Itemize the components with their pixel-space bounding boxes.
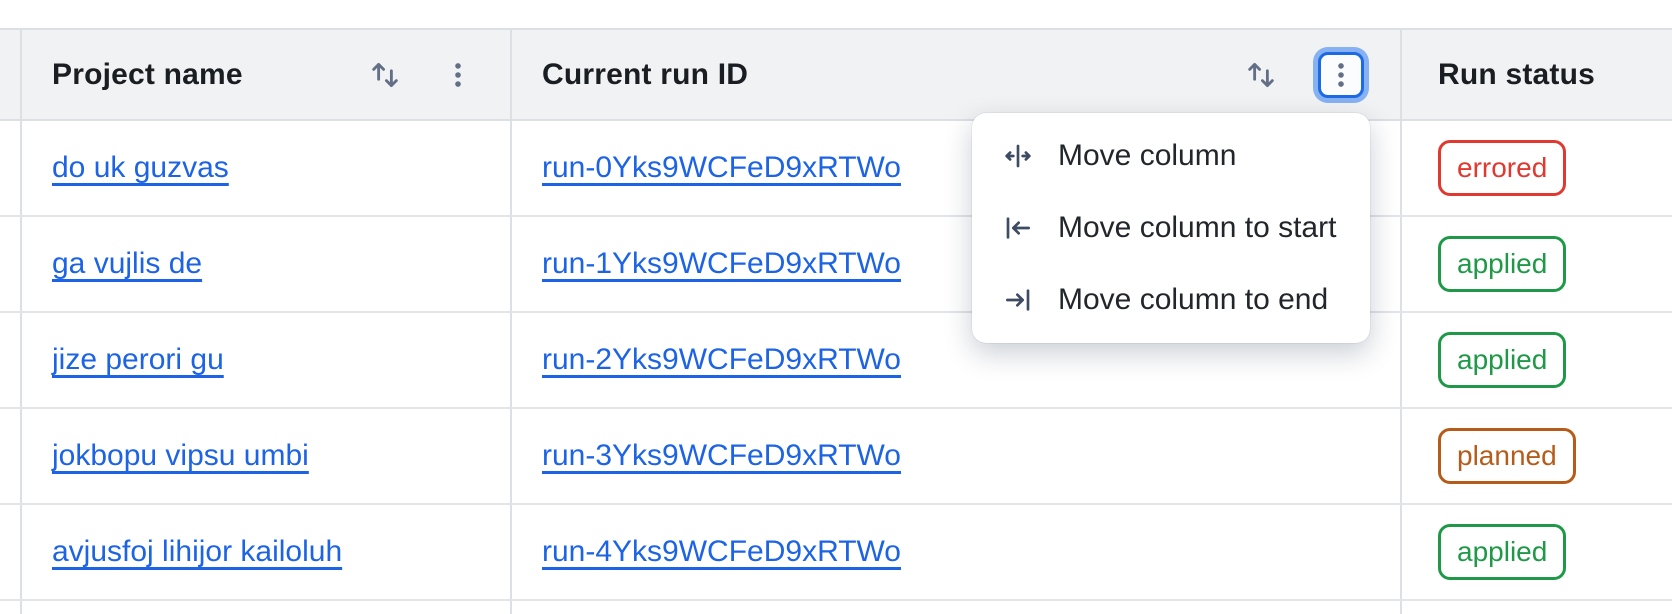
- project-name-cell: do uk guzvas: [22, 121, 512, 215]
- run-id-link[interactable]: run-1Yks9WCFeD9xRTWo: [542, 247, 901, 280]
- row-spacer-cell: [0, 313, 22, 407]
- sort-button-project-name[interactable]: [368, 58, 402, 92]
- table-row: jokbopu vipsu umbi run-3Yks9WCFeD9xRTWo …: [0, 409, 1672, 505]
- run-id-link[interactable]: run-2Yks9WCFeD9xRTWo: [542, 343, 901, 376]
- status-badge: errored: [1438, 140, 1567, 196]
- column-menu-button-current-run-id-focused[interactable]: [1318, 51, 1364, 98]
- run-id-link[interactable]: run-0Yks9WCFeD9xRTWo: [542, 151, 901, 184]
- project-name-cell: ga vujlis de: [22, 217, 512, 311]
- column-options-menu: Move column Move column to start Move co…: [972, 113, 1370, 343]
- menu-item-label: Move column to end: [1058, 283, 1329, 316]
- row-spacer-cell: [0, 121, 22, 215]
- sort-icon: [368, 58, 402, 92]
- move-column-to-end-icon: [1002, 284, 1034, 316]
- run-id-cell: run-1Yks9WCFeD9xRTWo: [512, 217, 1402, 311]
- column-menu-button-project-name[interactable]: [442, 59, 474, 91]
- run-id-cell: run-2Yks9WCFeD9xRTWo: [512, 313, 1402, 407]
- row-spacer-cell: [0, 217, 22, 311]
- project-name-cell: avjusfoj lihijor kailoluh: [22, 505, 512, 599]
- menu-item-move-column-to-start[interactable]: Move column to start: [972, 192, 1370, 264]
- table-row-partial: [0, 601, 1672, 614]
- run-id-cell: [512, 601, 1402, 614]
- table-row: ga vujlis de run-1Yks9WCFeD9xRTWo applie…: [0, 217, 1672, 313]
- menu-item-label: Move column: [1058, 139, 1237, 172]
- project-link[interactable]: jize perori gu: [52, 343, 224, 376]
- project-name-cell: jize perori gu: [22, 313, 512, 407]
- header-cell-current-run-id: Current run ID: [512, 30, 1402, 119]
- table-row: do uk guzvas run-0Yks9WCFeD9xRTWo errore…: [0, 121, 1672, 217]
- column-label-project-name: Project name: [52, 57, 243, 91]
- run-status-cell: applied: [1402, 217, 1672, 311]
- column-label-run-status: Run status: [1438, 57, 1596, 91]
- run-id-cell: run-3Yks9WCFeD9xRTWo: [512, 409, 1402, 503]
- status-badge: applied: [1438, 236, 1567, 292]
- project-name-cell: jokbopu vipsu umbi: [22, 409, 512, 503]
- menu-item-label: Move column to start: [1058, 211, 1337, 244]
- project-link[interactable]: ga vujlis de: [52, 247, 203, 280]
- run-status-cell: planned: [1402, 409, 1672, 503]
- table-row: jize perori gu run-2Yks9WCFeD9xRTWo appl…: [0, 313, 1672, 409]
- project-link[interactable]: do uk guzvas: [52, 151, 229, 184]
- sort-icon: [1244, 58, 1278, 92]
- projects-table: Project name Current run ID: [0, 28, 1672, 614]
- project-name-cell: [22, 601, 512, 614]
- run-status-cell: [1402, 601, 1672, 614]
- header-cell-project-name: Project name: [22, 30, 512, 119]
- header-spacer-cell: [0, 30, 22, 119]
- row-spacer-cell: [0, 409, 22, 503]
- run-status-cell: applied: [1402, 505, 1672, 599]
- status-badge: applied: [1438, 332, 1567, 388]
- kebab-icon: [1325, 59, 1357, 91]
- menu-item-move-column-to-end[interactable]: Move column to end: [972, 264, 1370, 336]
- status-badge: applied: [1438, 524, 1567, 580]
- run-status-cell: errored: [1402, 121, 1672, 215]
- header-cell-run-status: Run status: [1402, 30, 1672, 119]
- run-id-link[interactable]: run-4Yks9WCFeD9xRTWo: [542, 535, 901, 568]
- row-spacer-cell: [0, 505, 22, 599]
- sort-button-current-run-id[interactable]: [1244, 58, 1278, 92]
- column-label-current-run-id: Current run ID: [542, 57, 749, 91]
- row-spacer-cell: [0, 601, 22, 614]
- table-row: avjusfoj lihijor kailoluh run-4Yks9WCFeD…: [0, 505, 1672, 601]
- run-status-cell: applied: [1402, 313, 1672, 407]
- move-column-to-start-icon: [1002, 212, 1034, 244]
- menu-item-move-column[interactable]: Move column: [972, 120, 1370, 192]
- kebab-icon: [442, 59, 474, 91]
- project-link[interactable]: jokbopu vipsu umbi: [52, 439, 309, 472]
- run-id-cell: run-0Yks9WCFeD9xRTWo: [512, 121, 1402, 215]
- table-header-row: Project name Current run ID: [0, 30, 1672, 121]
- run-id-link[interactable]: run-3Yks9WCFeD9xRTWo: [542, 439, 901, 472]
- status-badge: planned: [1438, 428, 1576, 484]
- project-link[interactable]: avjusfoj lihijor kailoluh: [52, 535, 343, 568]
- move-column-icon: [1002, 140, 1034, 172]
- run-id-cell: run-4Yks9WCFeD9xRTWo: [512, 505, 1402, 599]
